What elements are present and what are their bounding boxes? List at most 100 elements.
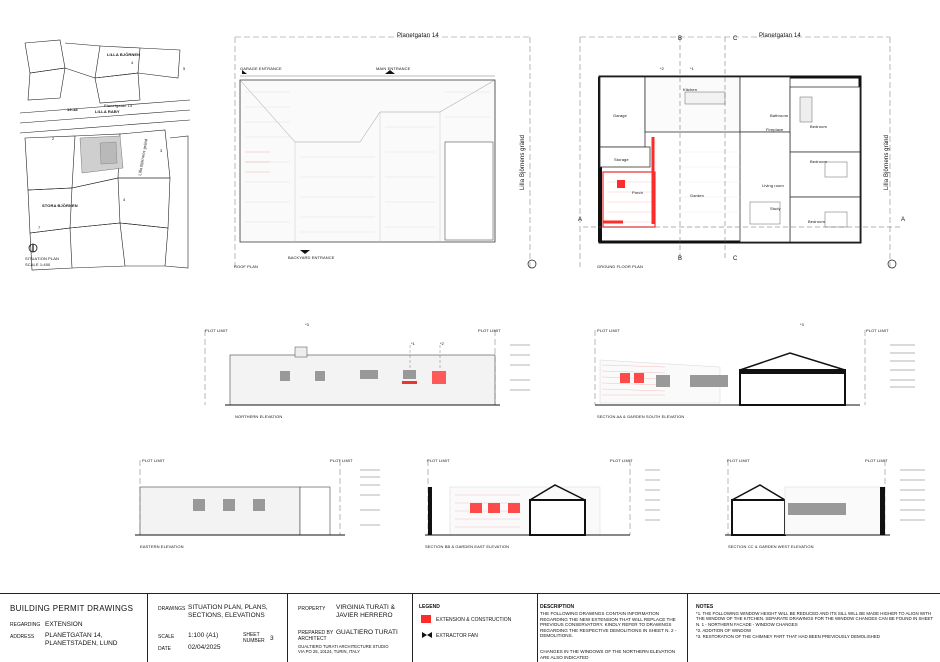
section-marker: B (678, 256, 683, 262)
plot-limit-label: PLOT LIMIT (205, 328, 228, 333)
section-aa-drawing (594, 330, 915, 406)
description-text: CHANGES IN THE WINDOWS OF THE NORTHERN E… (540, 649, 676, 660)
section-bb-drawing (425, 460, 660, 536)
ref-number: 2 (52, 136, 55, 141)
legend-item-label: EXTRACTOR FAN (436, 633, 478, 639)
section-marker: A (901, 217, 906, 223)
room-label: Living room (762, 183, 784, 188)
title-block-project: BUILDING PERMIT DRAWINGS REGARDING EXTEN… (0, 594, 148, 662)
note-marker: *1 (690, 66, 694, 71)
room-label: Porch (632, 190, 643, 195)
description-text: THE FOLLOWING DRAWINGS CONTAIN INFORMATI… (540, 611, 677, 639)
sheet-number-label: SHEET NUMBER (243, 632, 265, 644)
note-marker: *1 (411, 341, 415, 346)
plot-limit-label: PLOT LIMIT (610, 458, 633, 463)
ground-floor-plan-drawing (579, 36, 900, 269)
plot-limit-label: PLOT LIMIT (142, 458, 165, 463)
section-marker: C (733, 256, 738, 262)
title-block-drawings: DRAWINGS SITUATION PLAN, PLANS, SECTIONS… (148, 594, 288, 662)
elevation-title: SECTION AA & GARDEN SOUTH ELEVATION (597, 414, 685, 419)
ref-number: 7 (38, 225, 41, 230)
note-marker: *2 (660, 66, 664, 71)
entrance-label: BACKYARD ENTRANCE (288, 255, 335, 260)
regarding-value: EXTENSION (45, 621, 83, 628)
scale-value: 1:100 (A1) (188, 632, 219, 639)
note-item: *1. THE FOLLOWING WINDOW HEIGHT WILL BE … (696, 611, 934, 627)
street-label: Planetgatan 14 (759, 33, 801, 39)
street-label: Planetgatan 14 (397, 33, 439, 39)
title-block-legend: LEGEND EXTENSION & CONSTRUCTION EXTRACTO… (413, 594, 538, 662)
room-label: Garden (690, 193, 704, 198)
room-label: Bedroom (810, 159, 827, 164)
elevation-title: SECTION BB & GARDEN EAST ELEVATION (425, 544, 510, 549)
eastern-elevation-drawing (135, 460, 380, 536)
section-cc-drawing (725, 460, 925, 536)
section-marker: B (678, 36, 683, 42)
date-label: DATE (158, 646, 171, 652)
legend-label: LEGEND (419, 604, 440, 610)
ref-number: 5 (183, 66, 186, 71)
situation-plan-drawing (20, 39, 190, 271)
title-block: BUILDING PERMIT DRAWINGS REGARDING EXTEN… (0, 593, 940, 662)
section-marker: A (578, 217, 583, 223)
plan-title: SITUATION PLAN (25, 256, 59, 261)
studio-address: GUALTIERO TURATI ARCHITECTURE STUDIO VIA… (298, 644, 389, 654)
note-marker: *3 (800, 322, 804, 327)
ref-number: 4 (131, 60, 134, 65)
northern-elevation-drawing (204, 330, 530, 406)
room-label: Fireplace (766, 127, 784, 132)
title-block-property: PROPERTY VIRGINIA TURATI & JAVIER HERRER… (288, 594, 413, 662)
plan-title: GROUND FLOOR PLAN (597, 264, 643, 269)
plot-limit-label: PLOT LIMIT (865, 458, 888, 463)
title-block-description: DESCRIPTION THE FOLLOWING DRAWINGS CONTA… (538, 594, 688, 662)
room-label: Garage (613, 113, 627, 118)
drawings-value: SITUATION PLAN, PLANS, SECTIONS, ELEVATI… (188, 604, 268, 619)
prepared-by-value: GUALTIERO TURATI (336, 629, 398, 636)
plot-limit-label: PLOT LIMIT (330, 458, 353, 463)
address-value: PLANETGATAN 14, PLANETSTADEN, LUND (45, 632, 118, 647)
note-marker: *3 (305, 322, 309, 327)
date-value: 02/04/2025 (188, 644, 221, 651)
sheet-number-value: 3 (270, 635, 274, 642)
section-marker: C (733, 36, 738, 42)
street-label: Lilla Björnens gränd (884, 134, 890, 190)
elevation-title: NORTHERN ELEVATION (235, 414, 283, 419)
plot-limit-label: PLOT LIMIT (866, 328, 889, 333)
room-label: Storage (614, 157, 629, 162)
room-label: Kitchen (683, 87, 698, 92)
entrance-label: MAIN ENTRANCE (376, 66, 411, 71)
plot-limit-label: PLOT LIMIT (727, 458, 750, 463)
property-value: VIRGINIA TURATI & JAVIER HERRERO (336, 604, 395, 619)
drawings-label: DRAWINGS (158, 606, 186, 612)
extractor-fan-icon (422, 632, 432, 638)
block-label: LILLA RABY (95, 109, 120, 114)
ref-number: 4 (123, 197, 126, 202)
room-label: Bathroom (770, 113, 789, 118)
elevation-title: SECTION CC & GARDEN WEST ELEVATION (728, 544, 814, 549)
address-label: ADDRESS (10, 634, 35, 640)
roof-plan-drawing (234, 36, 537, 269)
plot-limit-label: PLOT LIMIT (427, 458, 450, 463)
property-label: PROPERTY (298, 606, 326, 612)
ref-number: 3 (160, 148, 163, 153)
prepared-by-label: PREPARED BY ARCHITECT (298, 630, 334, 642)
plan-scale: SCALE 1:400 (25, 262, 51, 267)
scale-label: SCALE (158, 634, 175, 640)
sheet-title: BUILDING PERMIT DRAWINGS (10, 604, 134, 613)
regarding-label: REGARDING (10, 622, 41, 628)
street-label: Lilla Björnens gränd (520, 134, 526, 190)
entrance-label: GARAGE ENTRANCE (240, 66, 282, 71)
legend-item-label: EXTENSION & CONSTRUCTION (436, 617, 512, 623)
note-item: *3. RESTORATION OF THE CHIMNEY PART THAT… (696, 634, 880, 639)
room-label: Bedroom (808, 219, 825, 224)
note-item: *2. ADDITION OF WINDOW (696, 628, 752, 633)
note-marker: *2 (440, 341, 444, 346)
room-label: Study (770, 206, 781, 211)
description-label: DESCRIPTION (540, 604, 575, 610)
plan-title: ROOF PLAN (234, 264, 259, 269)
title-block-notes: NOTES *1. THE FOLLOWING WINDOW HEIGHT WI… (688, 594, 940, 662)
plot-limit-label: PLOT LIMIT (478, 328, 501, 333)
notes-label: NOTES (696, 604, 714, 610)
plot-limit-label: PLOT LIMIT (597, 328, 620, 333)
